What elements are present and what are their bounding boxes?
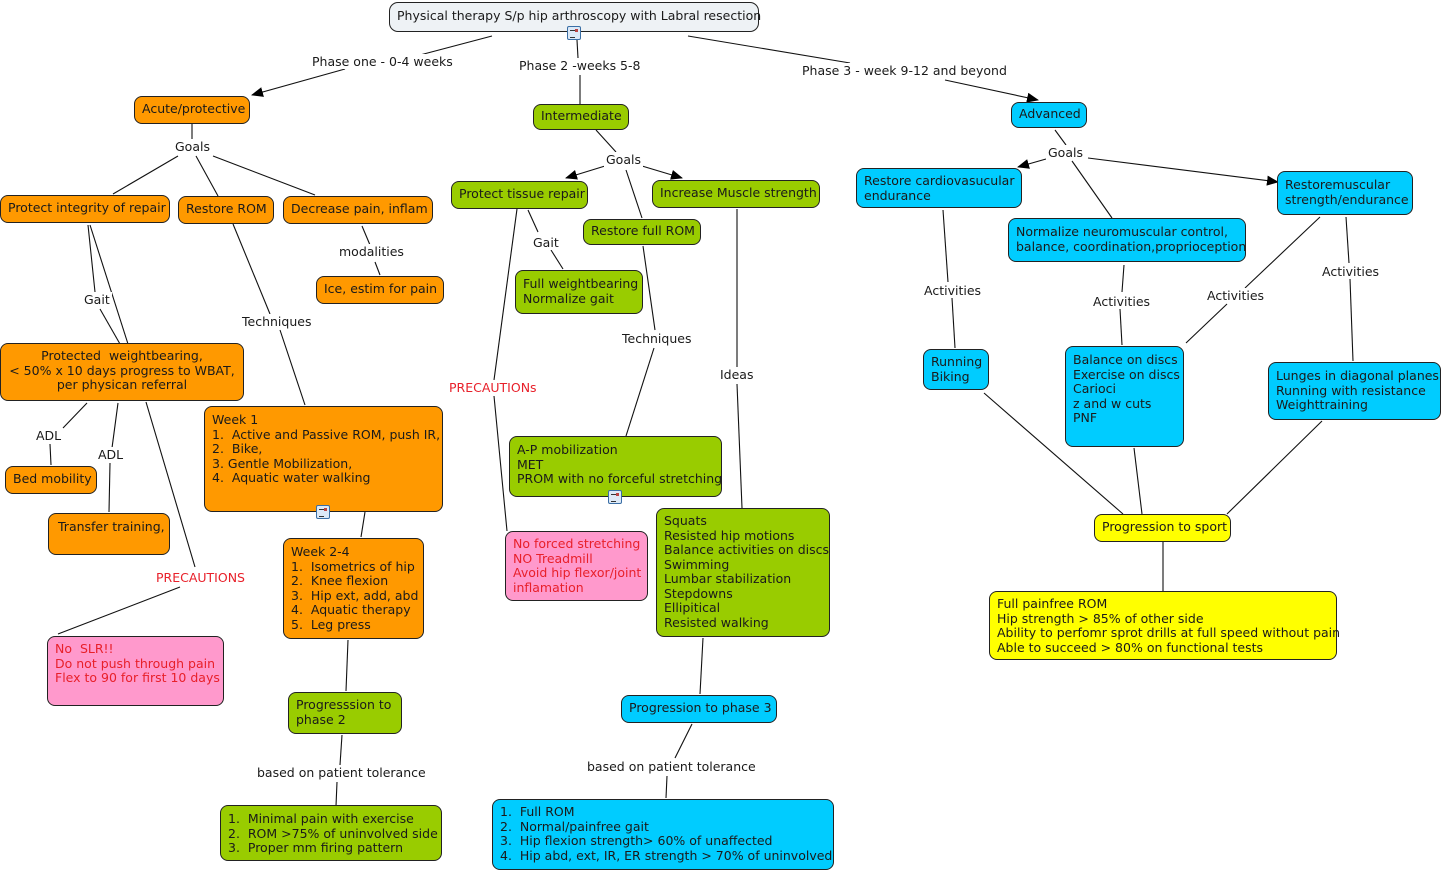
phase1-precautions[interactable]: No SLR!! Do not push through pain Flex t… xyxy=(47,636,224,706)
phase3-criteria[interactable]: 1. Full ROM 2. Normal/painfree gait 3. H… xyxy=(492,799,834,870)
phase1-acute-protective[interactable]: Acute/protective xyxy=(134,96,250,124)
phase1-goals-label: Goals xyxy=(173,139,212,154)
activities-label-strength-1: Activities xyxy=(1205,288,1267,303)
phase2-goals-label: Goals xyxy=(604,152,643,167)
activities-label-neuro: Activities xyxy=(1091,294,1153,309)
goal-protect-integrity[interactable]: Protect integrity of repair xyxy=(0,195,170,223)
phase1-techniques-label: Techniques xyxy=(240,314,314,329)
goal-increase-muscle-strength[interactable]: Increase Muscle strength xyxy=(652,180,820,208)
link-label-phase3: Phase 3 - week 9-12 and beyond xyxy=(800,63,1009,78)
document-attachment-icon[interactable] xyxy=(316,505,330,519)
cardio-activities[interactable]: Running Biking xyxy=(923,349,989,390)
adl-label-2: ADL xyxy=(96,447,126,462)
activities-label-strength-2: Activities xyxy=(1320,264,1382,279)
goal-restore-rom[interactable]: Restore ROM xyxy=(178,196,274,224)
phase2-criteria[interactable]: 1. Minimal pain with exercise 2. ROM >75… xyxy=(220,805,442,861)
neuromuscular-activities[interactable]: Balance on discs Exercise on discs Cario… xyxy=(1065,346,1184,447)
progression-to-phase3[interactable]: Progression to phase 3 xyxy=(621,695,777,723)
progression-to-phase2[interactable]: Progresssion to phase 2 xyxy=(288,692,402,734)
week2-4-techniques[interactable]: Week 2-4 1. Isometrics of hip 2. Knee fl… xyxy=(283,538,424,639)
phase3-goals-label: Goals xyxy=(1046,145,1085,160)
document-attachment-icon[interactable] xyxy=(608,490,622,504)
ideas-label: Ideas xyxy=(718,367,756,382)
phase1-gait-label: Gait xyxy=(82,292,112,307)
goal-restore-cardiovascular[interactable]: Restore cardiovasucular endurance xyxy=(856,168,1022,208)
phase3-advanced[interactable]: Advanced xyxy=(1011,102,1087,128)
week1-techniques[interactable]: Week 1 1. Active and Passive ROM, push I… xyxy=(204,406,443,512)
strength-activities[interactable]: Lunges in diagonal planes Running with r… xyxy=(1268,362,1441,420)
goal-restore-full-rom[interactable]: Restore full ROM xyxy=(583,219,701,245)
goal-decrease-pain[interactable]: Decrease pain, inflam xyxy=(283,196,433,224)
phase2-precautions[interactable]: No forced stretching NO Treadmill Avoid … xyxy=(505,531,648,601)
phase2-ideas[interactable]: Squats Resisted hip motions Balance acti… xyxy=(656,508,830,637)
phase2-techniques-label: Techniques xyxy=(620,331,694,346)
protected-weightbearing[interactable]: Protected weightbearing, < 50% x 10 days… xyxy=(0,343,244,401)
link-label-phase2: Phase 2 -weeks 5-8 xyxy=(517,58,643,73)
phase2-techniques[interactable]: A-P mobilization MET PROM with no forcef… xyxy=(509,436,722,497)
adl-label-1: ADL xyxy=(34,428,64,443)
transfer-training[interactable]: Transfer training, xyxy=(48,513,170,555)
progression-to-sport[interactable]: Progression to sport xyxy=(1094,514,1231,542)
phase2-precautions-label: PRECAUTIONs xyxy=(447,380,539,395)
phase1-precautions-label: PRECAUTIONS xyxy=(154,570,247,585)
link-label-phase1: Phase one - 0-4 weeks xyxy=(310,54,455,69)
modalities-ice-estim[interactable]: Ice, estim for pain xyxy=(316,276,444,304)
document-attachment-icon[interactable] xyxy=(567,26,581,40)
phase2-gait-label: Gait xyxy=(531,235,561,250)
phase1-tolerance-label: based on patient tolerance xyxy=(255,765,428,780)
goal-protect-tissue-repair[interactable]: Protect tissue repair xyxy=(451,181,588,209)
activities-label-cardio: Activities xyxy=(922,283,984,298)
sport-criteria[interactable]: Full painfree ROM Hip strength > 85% of … xyxy=(989,591,1340,660)
phase2-tolerance-label: based on patient tolerance xyxy=(585,759,758,774)
goal-normalize-neuromuscular[interactable]: Normalize neuromuscular control, balance… xyxy=(1008,218,1246,262)
full-weightbearing[interactable]: Full weightbearing Normalize gait xyxy=(515,270,643,314)
goal-restore-muscular-strength[interactable]: Restoremuscular strength/endurance xyxy=(1277,171,1413,215)
bed-mobility[interactable]: Bed mobility xyxy=(5,466,97,494)
modalities-label: modalities xyxy=(337,244,406,259)
phase2-intermediate[interactable]: Intermediate xyxy=(533,104,629,130)
